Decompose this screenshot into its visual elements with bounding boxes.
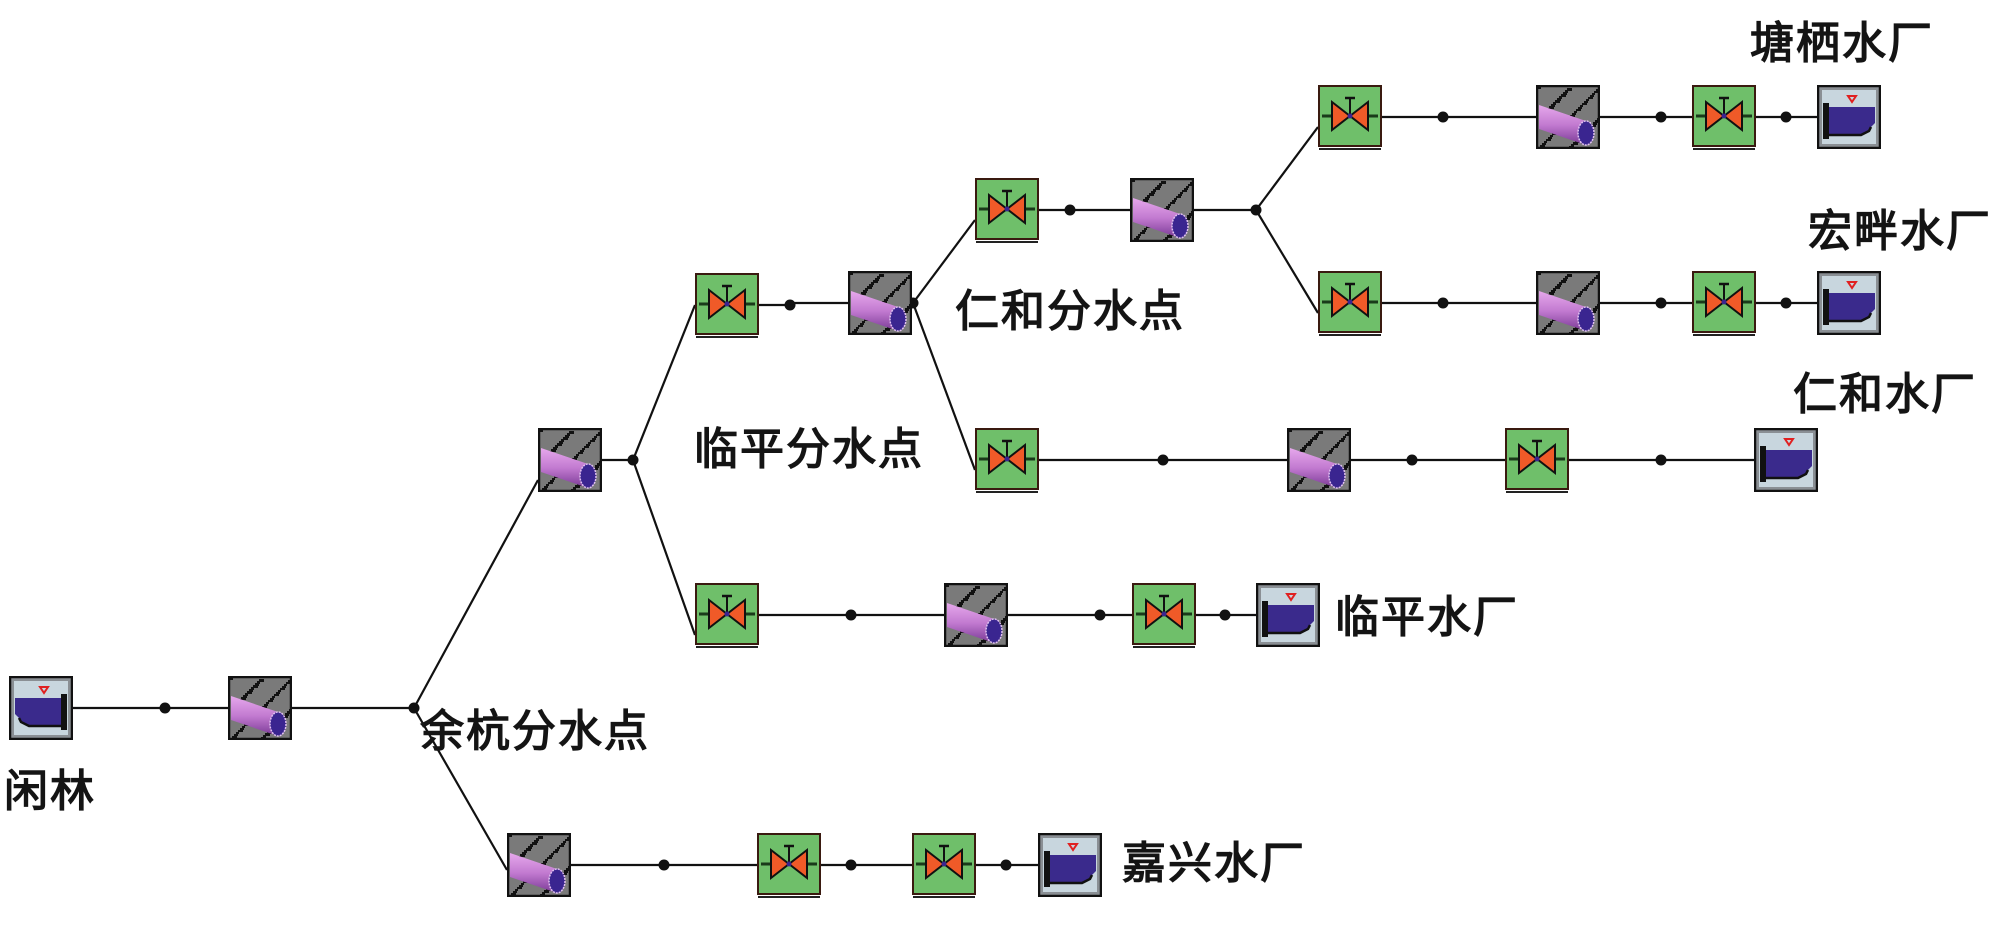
reservoir-icon [1037,832,1103,898]
linping-plant-reservoir[interactable] [1255,582,1321,648]
junction-node[interactable] [845,859,857,871]
tangqi-valve-2[interactable] [1692,85,1756,150]
pipe-line [631,459,697,636]
label-yuhang-split: 余杭分水点 [420,706,650,757]
junction-node[interactable] [845,609,857,621]
pipe-icon [1535,84,1602,150]
source-reservoir[interactable] [8,675,74,741]
label-renhe-plant: 仁和水厂 [1793,369,1977,420]
valve-icon [695,273,759,338]
jiaxing-pipe[interactable] [506,832,573,898]
reservoir-icon [1753,427,1819,493]
renhe-line-valve[interactable] [975,178,1039,243]
junction-node[interactable] [1780,297,1792,309]
pipe-line [1255,126,1319,211]
pipe-icon [847,270,914,336]
pipe-icon [537,427,604,493]
valve-icon [1318,85,1382,150]
hongpan-valve-2[interactable] [1692,271,1756,336]
valve-icon [1505,428,1569,493]
pipe-line [1255,209,1319,314]
renhe-plant-valve-2[interactable] [1505,428,1569,493]
reservoir-icon [8,675,74,741]
linping-renhe-valve[interactable] [695,273,759,338]
pipe-icon [1129,177,1196,243]
valve-icon [975,428,1039,493]
tangqi-pipe[interactable] [1535,84,1602,150]
valve-icon [1132,583,1196,648]
label-renhe-split: 仁和分水点 [955,286,1185,337]
renhe-plant-reservoir[interactable] [1753,427,1819,493]
tangqi-reservoir[interactable] [1816,84,1882,150]
renhe-plant-pipe[interactable] [1286,427,1353,493]
pipe-line [631,304,697,461]
pipe-line [413,707,508,871]
pipe-icon [943,582,1010,648]
pipe-icon [506,832,573,898]
source-pipe[interactable] [227,675,294,741]
junction-node[interactable] [1437,297,1449,309]
jiaxing-valve-2[interactable] [912,833,976,898]
junction-node[interactable] [1219,609,1231,621]
junction-node[interactable] [1655,111,1667,123]
valve-icon [912,833,976,898]
label-linping-split: 临平分水点 [694,424,924,475]
valve-icon [1692,85,1756,150]
renhe-plant-valve-1[interactable] [975,428,1039,493]
linping-plant-valve-2[interactable] [1132,583,1196,648]
renhe-split-pipe[interactable] [847,270,914,336]
label-linping-plant: 临平水厂 [1335,592,1519,643]
pipe-icon [227,675,294,741]
junction-node[interactable] [784,299,796,311]
junction-node[interactable] [1157,454,1169,466]
jiaxing-valve-1[interactable] [757,833,821,898]
label-source: 闲林 [4,766,96,817]
reservoir-icon [1255,582,1321,648]
renhe-line-pipe[interactable] [1129,177,1196,243]
junction-node[interactable] [658,859,670,871]
label-jiaxing-plant: 嘉兴水厂 [1122,838,1306,889]
junction-node[interactable] [1655,297,1667,309]
hongpan-pipe[interactable] [1535,270,1602,336]
pipe-icon [1535,270,1602,336]
yuhang-linping-pipe[interactable] [537,427,604,493]
valve-icon [1692,271,1756,336]
pipe-line [911,302,977,471]
valve-icon [1318,271,1382,336]
jiaxing-reservoir[interactable] [1037,832,1103,898]
junction-node[interactable] [1655,454,1667,466]
valve-icon [975,178,1039,243]
junction-node[interactable] [1094,609,1106,621]
pipe-line [912,219,976,304]
junction-node[interactable] [1437,111,1449,123]
reservoir-icon [1816,84,1882,150]
valve-icon [757,833,821,898]
hongpan-reservoir[interactable] [1816,270,1882,336]
label-hongpan-plant: 宏畔水厂 [1808,206,1992,257]
junction-node[interactable] [1064,204,1076,216]
reservoir-icon [1816,270,1882,336]
junction-node[interactable] [1406,454,1418,466]
junction-node[interactable] [1000,859,1012,871]
junction-node[interactable] [159,702,171,714]
tangqi-valve-1[interactable] [1318,85,1382,150]
pipe-line [413,479,539,709]
pipe-icon [1286,427,1353,493]
hongpan-valve-1[interactable] [1318,271,1382,336]
linping-plant-pipe[interactable] [943,582,1010,648]
linping-plant-valve-1[interactable] [695,583,759,648]
label-tangqi-plant: 塘栖水厂 [1750,18,1934,69]
valve-icon [695,583,759,648]
junction-node[interactable] [1780,111,1792,123]
